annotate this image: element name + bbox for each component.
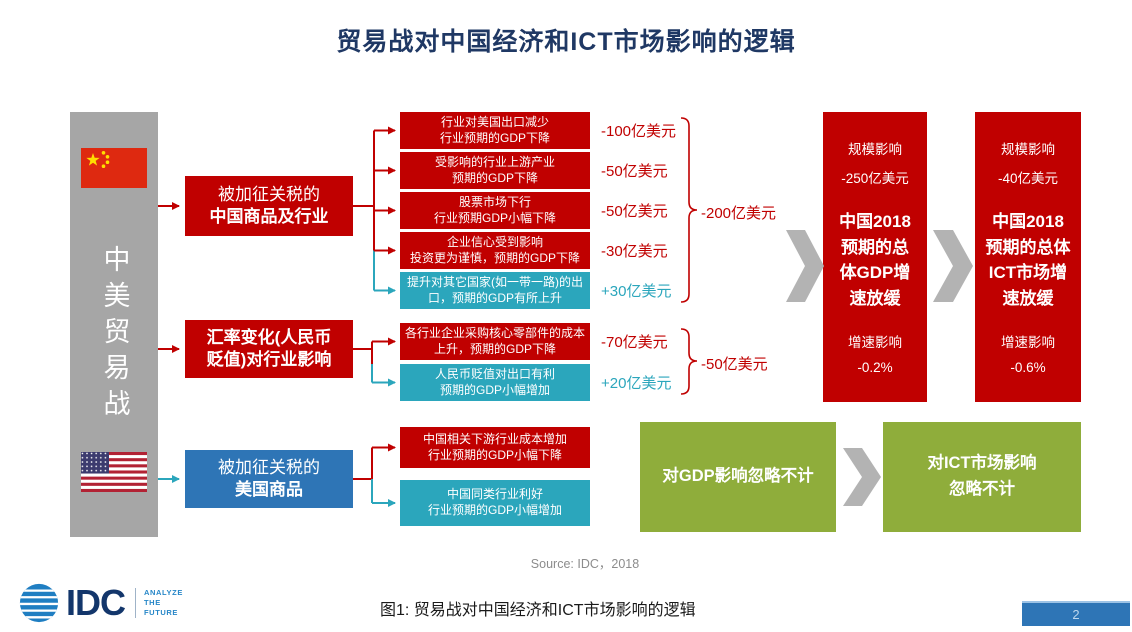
gdp-growth-label: 增速影响 [848, 335, 902, 350]
category2-branch-arrows [353, 337, 396, 387]
slide-title: 贸易战对中国经济和ICT市场影响的逻辑 [336, 28, 796, 56]
ict-scale-label: 规模影响 [1001, 142, 1055, 157]
gdp-impact-box: 规模影响 -250亿美元 中国2018 预期的总 体GDP增 速放缓 增速影响 … [823, 112, 927, 402]
ict-impact-box: 规模影响 -40亿美元 中国2018 预期的总体 ICT市场增 速放缓 增速影响… [975, 112, 1081, 402]
gdp-scale-label: 规模影响 [848, 142, 902, 157]
effect-box-stock-market: 股票市场下行 行业预期GDP小幅下降 [400, 192, 590, 229]
total-exchange-rate: -50亿美元 [701, 356, 768, 373]
category1-branch-arrows [353, 126, 396, 295]
effect-box-component-cost: 各行业企业采购核心零部件的成本 上升，预期的GDP下降 [400, 323, 590, 360]
idc-globe-icon [19, 583, 59, 623]
effect-box-upstream: 受影响的行业上游产业 预期的GDP下降 [400, 152, 590, 189]
figure-caption: 图1: 贸易战对中国经济和ICT市场影响的逻辑 [380, 602, 696, 619]
effect-box-domestic-benefit: 中国同类行业利好 行业预期的GDP小幅增加 [400, 480, 590, 526]
effect-box-downstream-cost: 中国相关下游行业成本增加 行业预期的GDP小幅下降 [400, 427, 590, 468]
chevron-gdp-to-ict [933, 230, 973, 302]
gdp-negligible-box: 对GDP影响忽略不计 [640, 422, 836, 532]
page-number-badge: 2 [1022, 601, 1130, 626]
amount-component-cost: -70亿美元 [601, 334, 668, 351]
china-flag-icon [81, 148, 147, 188]
category-tariffed-us-goods: 被加征关税的 美国商品 [185, 450, 353, 508]
chevron-to-gdp-box [786, 230, 824, 302]
bar-to-category-arrows [158, 202, 180, 483]
effect-box-confidence: 企业信心受到影响 投资更为谨慎，预期的GDP下降 [400, 232, 590, 269]
amount-belt-road-export: +30亿美元 [601, 283, 672, 300]
effect-box-export-decline: 行业对美国出口减少 行业预期的GDP下降 [400, 112, 590, 149]
amount-export-decline: -100亿美元 [601, 123, 677, 140]
amount-upstream: -50亿美元 [601, 163, 668, 180]
logo-divider [135, 588, 136, 618]
idc-tagline: ANALYZE THE FUTURE [144, 587, 183, 618]
category3-branch-arrows [353, 443, 396, 507]
amount-devaluation-export: +20亿美元 [601, 375, 672, 392]
amount-confidence: -30亿美元 [601, 243, 668, 260]
gdp-growth-value: -0.2% [857, 360, 893, 375]
ict-impact-text: 中国2018 预期的总体 ICT市场增 速放缓 [985, 212, 1071, 308]
ict-negligible-box: 对ICT市场影响 忽略不计 [883, 422, 1081, 532]
gdp-impact-text: 中国2018 预期的总 体GDP增 速放缓 [839, 212, 911, 308]
idc-logo-text: IDC [66, 582, 126, 623]
category-label-line2: 美国商品 [235, 480, 303, 499]
total-tariff-china: -200亿美元 [701, 205, 777, 222]
ict-scale-value: -40亿美元 [997, 171, 1058, 186]
category-tariffed-china-goods: 被加征关税的 中国商品及行业 [185, 176, 353, 236]
ict-growth-label: 增速影响 [1001, 335, 1055, 350]
gdp-scale-value: -250亿美元 [841, 171, 909, 186]
category-label-line1: 被加征关税的 [218, 457, 320, 477]
category-label-line2: 中国商品及行业 [209, 207, 329, 226]
category-label-line1: 被加征关税的 [218, 184, 320, 204]
effect-box-devaluation-export: 人民币贬值对出口有利 预期的GDP小幅增加 [400, 364, 590, 401]
category-label-line2: 贬值)对行业影响 [206, 350, 332, 369]
chevron-green-to-green [843, 448, 881, 506]
us-flag-icon [81, 452, 147, 492]
idc-logo: IDC ANALYZE THE FUTURE [18, 582, 183, 624]
trade-war-bar: 中美贸易战 [70, 112, 158, 537]
category-label-line1: 汇率变化(人民币 [206, 327, 332, 347]
source-note: Source: IDC，2018 [530, 557, 640, 571]
amount-stock-market: -50亿美元 [601, 203, 668, 220]
ict-growth-value: -0.6% [1010, 360, 1046, 375]
effect-box-belt-road-export: 提升对其它国家(如一带一路)的出 口，预期的GDP有所上升 [400, 272, 590, 309]
category-exchange-rate: 汇率变化(人民币 贬值)对行业影响 [185, 320, 353, 378]
trade-war-label: 中美贸易战 [99, 245, 130, 425]
